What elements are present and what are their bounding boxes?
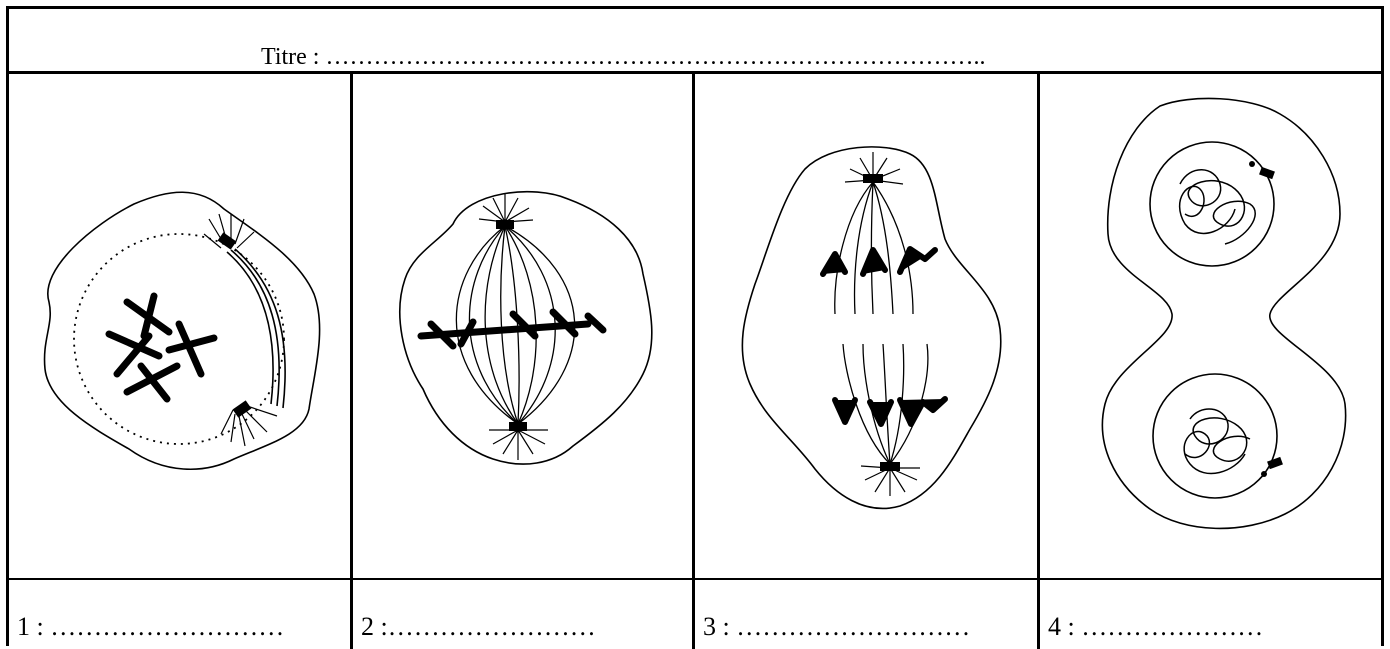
stage-caption-1: 1 : ……………………… — [17, 614, 284, 640]
daughter-nucleus-bottom — [1153, 374, 1277, 498]
stage-cell-1: 1 : ……………………… — [9, 74, 353, 649]
metaphase-cell-illustration — [353, 74, 695, 578]
centrosome-bottom — [509, 422, 527, 431]
stage-caption-4: 4 : ………………… — [1048, 614, 1263, 640]
stage-cell-2: 2 :…………………… — [353, 74, 695, 649]
centriole-top — [1259, 167, 1275, 179]
stage-cell-4: 4 : ………………… — [1040, 74, 1381, 649]
caption-divider — [353, 578, 692, 580]
cell-membrane — [1102, 98, 1345, 528]
title-blank: Titre : ……………………………………………………………………….. — [261, 45, 985, 69]
title-row: Titre : ……………………………………………………………………….. — [9, 9, 1381, 74]
stage-caption-2: 2 :…………………… — [361, 614, 596, 640]
centrosome-bottom — [880, 462, 900, 471]
telophase-cell-illustration — [1040, 74, 1381, 578]
caption-divider — [1040, 578, 1381, 580]
separating-chromatids — [823, 249, 945, 424]
caption-divider — [695, 578, 1037, 580]
centrosome-top — [496, 220, 514, 229]
caption-divider — [9, 578, 350, 580]
metaphase-plate-chromosomes — [421, 312, 603, 346]
prophase-cell-illustration — [9, 74, 353, 578]
stage-cell-3: 3 : ……………………… — [695, 74, 1040, 649]
centrosome-top — [863, 174, 883, 183]
centriole-bottom — [1267, 457, 1283, 469]
worksheet-table: Titre : ……………………………………………………………………….. — [6, 6, 1384, 646]
decondensed-chromatin — [1180, 170, 1256, 474]
anaphase-cell-illustration — [695, 74, 1040, 578]
condensed-chromosomes — [109, 296, 214, 399]
nuclear-envelope — [74, 234, 284, 444]
stage-caption-3: 3 : ……………………… — [703, 614, 970, 640]
